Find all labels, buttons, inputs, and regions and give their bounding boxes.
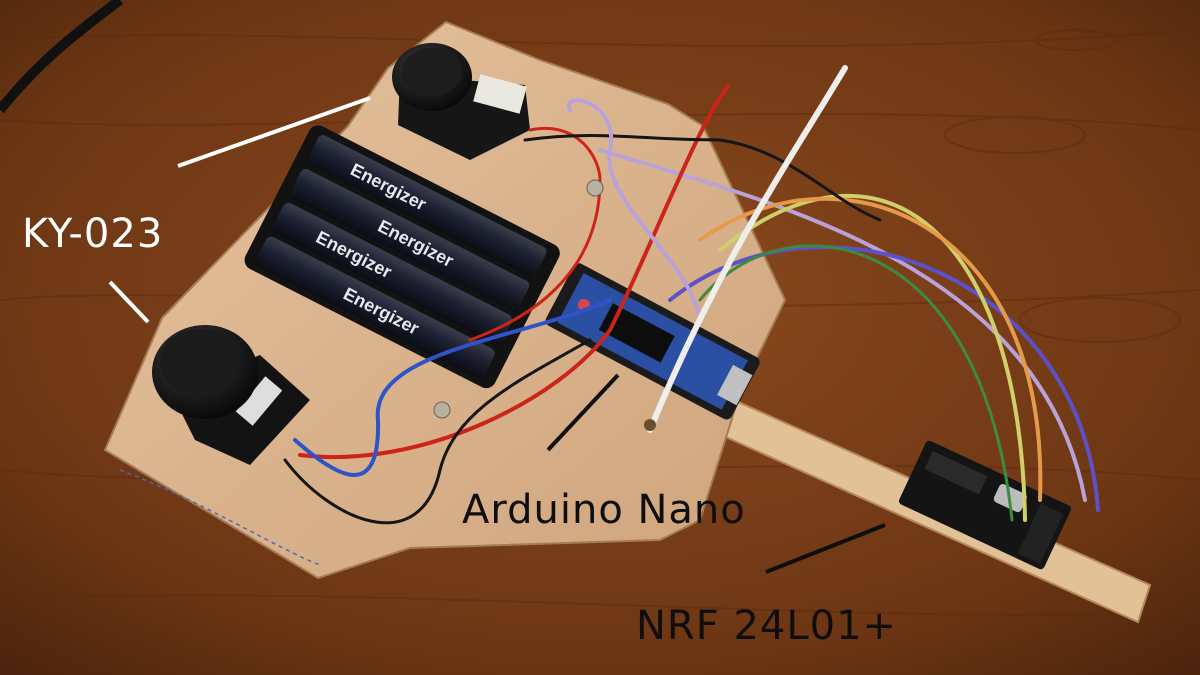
screw — [586, 179, 604, 197]
screw — [644, 419, 656, 431]
wire-blue — [668, 245, 1100, 512]
label-nrf24l01: NRF 24L01+ — [636, 603, 898, 649]
wire-red-long — [298, 84, 730, 460]
battery-1 — [307, 135, 547, 277]
label-arduino-nano: Arduino Nano — [462, 487, 746, 533]
wire-black-top — [523, 134, 882, 222]
battery-2 — [290, 169, 530, 311]
pencil-line — [119, 469, 321, 566]
wire-black-joystick — [283, 338, 592, 525]
wire-yellow — [718, 194, 1027, 522]
pointer-line-nrf — [765, 523, 886, 574]
wire-blue-joystick — [293, 298, 612, 477]
cable-tie — [647, 65, 848, 433]
wires — [283, 65, 1100, 525]
pointer-line-ky023-bottom — [108, 280, 150, 324]
pointer-line-ky023-top — [177, 96, 371, 168]
wire-green — [698, 244, 1014, 522]
label-ky023: KY-023 — [22, 211, 164, 257]
battery-holder: Energizer Energizer Energizer Energizer — [244, 125, 560, 389]
wire-violet-top — [566, 98, 702, 322]
joystick-module-top — [392, 43, 530, 160]
pointer-line-arduino — [546, 373, 620, 452]
joystick-module-bottom — [152, 325, 310, 465]
battery-4 — [255, 236, 495, 379]
battery-3 — [272, 202, 512, 345]
black-cable — [0, 0, 124, 114]
screw — [433, 401, 451, 419]
nrf24l01-module — [899, 440, 1071, 570]
